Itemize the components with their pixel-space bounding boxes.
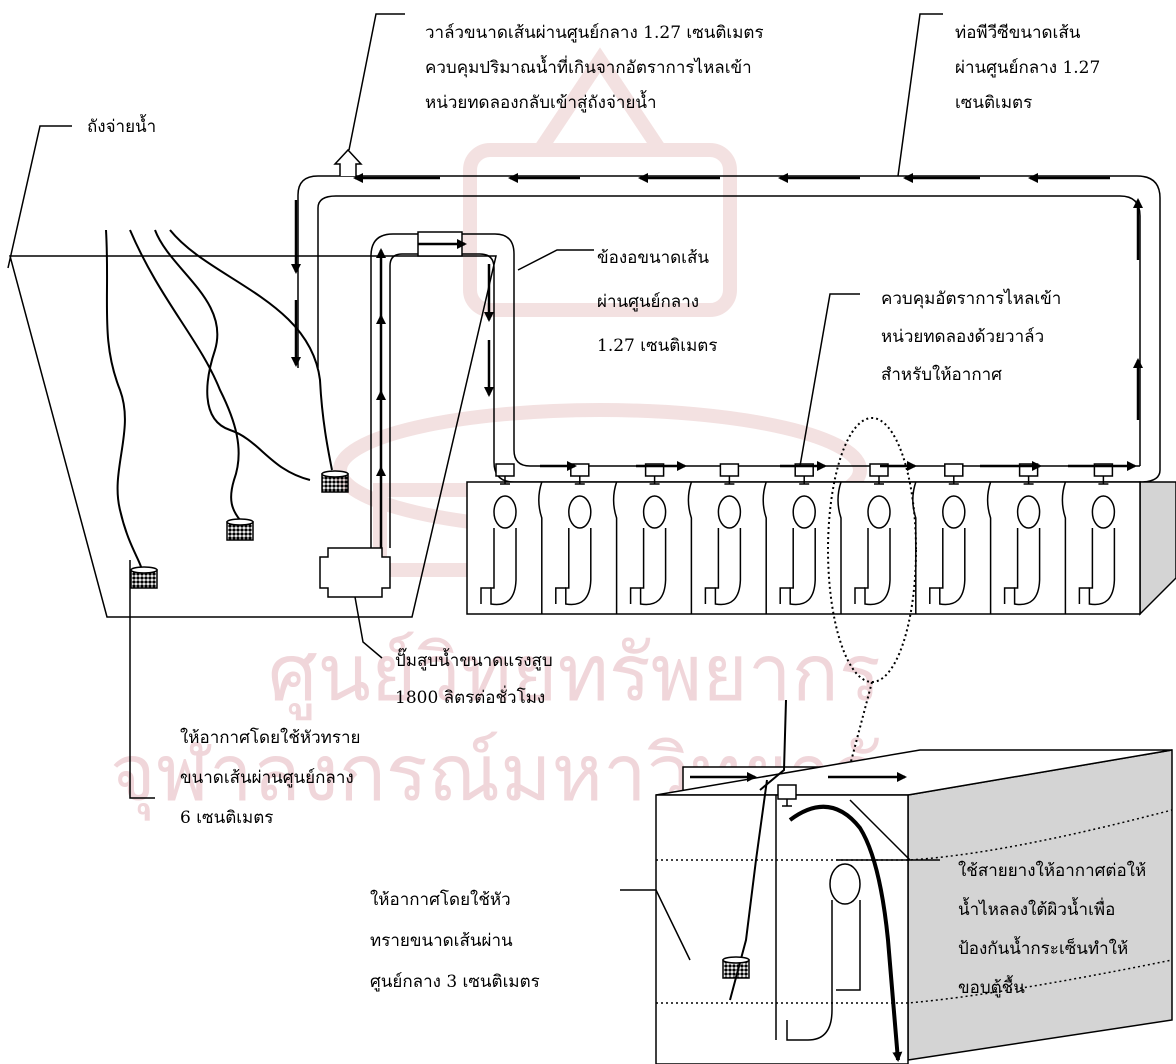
- air-hose-line-2: น้ำไหลลงใต้ผิวน้ำเพื่อ: [958, 891, 1146, 930]
- aerator-small-line-1: ให้อากาศโดยใช้หัว: [370, 880, 540, 921]
- aerator-large-line-1: ให้อากาศโดยใช้หัวทราย: [180, 718, 360, 758]
- pvc-pipe-line-2: ผ่านศูนย์กลาง 1.27: [955, 51, 1100, 86]
- aerator-large-line-3: 6 เซนติเมตร: [180, 798, 360, 838]
- overflow-valve: [335, 150, 361, 176]
- elbow-line-2: ผ่านศูนย์กลาง: [597, 280, 717, 324]
- flow-control-label: ควบคุมอัตราการไหลเข้า หน่วยทดลองด้วยวาล์…: [881, 280, 1061, 394]
- tank-label: ถังจ่ายน้ำ: [87, 110, 156, 145]
- aerator-small-label: ให้อากาศโดยใช้หัว ทรายขนาดเส้นผ่าน ศูนย์…: [370, 880, 540, 1003]
- air-hose-line-3: ป้องกันน้ำกระเซ็นทำให้: [958, 930, 1146, 969]
- flow-control-line-1: ควบคุมอัตราการไหลเข้า: [881, 280, 1061, 318]
- elbow-line-3: 1.27 เซนติเมตร: [597, 324, 717, 368]
- overflow-valve-line-2: ควบคุมปริมาณน้ำที่เกินจากอัตราการไหลเข้า: [425, 51, 764, 86]
- aerator-large-label: ให้อากาศโดยใช้หัวทราย ขนาดเส้นผ่านศูนย์ก…: [180, 718, 360, 838]
- elbow-pointer: [518, 250, 594, 270]
- pvc-pipe-line-3: เซนติเมตร: [955, 86, 1100, 121]
- air-valve: [945, 464, 963, 476]
- air-valve: [720, 464, 738, 476]
- sand-stones-tank: [131, 471, 348, 588]
- pvc-pipe-label: ท่อพีวีซีขนาดเส้น ผ่านศูนย์กลาง 1.27 เซน…: [955, 16, 1100, 121]
- overflow-valve-label: วาล์วขนาดเส้นผ่านศูนย์กลาง 1.27 เซนติเมต…: [425, 16, 764, 121]
- flow-control-line-2: หน่วยทดลองด้วยวาล์ว: [881, 318, 1061, 356]
- pump-line-2: 1800 ลิตรต่อชั่วโมง: [395, 680, 553, 717]
- overflow-valve-line-1: วาล์วขนาดเส้นผ่านศูนย์กลาง 1.27 เซนติเมต…: [425, 16, 764, 51]
- overflow-valve-line-3: หน่วยทดลองกลับเข้าสู่ถังจ่ายน้ำ: [425, 86, 764, 121]
- manifold: [494, 452, 1160, 482]
- pvc-pipe-line-1: ท่อพีวีซีขนาดเส้น: [955, 16, 1100, 51]
- pump-line-1: ปั๊มสูบน้ำขนาดแรงสูบ: [395, 643, 553, 680]
- air-hose-line-4: ขอบตู้ชื้น: [958, 969, 1146, 1008]
- aerator-small-line-2: ทรายขนาดเส้นผ่าน: [370, 921, 540, 962]
- elbow-label: ข้องอขนาดเส้น ผ่านศูนย์กลาง 1.27 เซนติเม…: [597, 236, 717, 368]
- pump: [320, 548, 390, 597]
- air-hose-line-1: ใช้สายยางให้อากาศต่อให้: [958, 852, 1146, 891]
- elbow-line-1: ข้องอขนาดเส้น: [597, 236, 717, 280]
- aerator-small-line-3: ศูนย์กลาง 3 เซนติเมตร: [370, 962, 540, 1003]
- supply-tank: [10, 256, 496, 617]
- air-valve: [496, 464, 514, 476]
- aerator-large-line-2: ขนาดเส้นผ่านศูนย์กลาง: [180, 758, 360, 798]
- flow-control-line-3: สำหรับให้อากาศ: [881, 356, 1061, 394]
- air-hose-label: ใช้สายยางให้อากาศต่อให้ น้ำไหลลงใต้ผิวน้…: [958, 852, 1146, 1008]
- experimental-units: [467, 482, 1176, 614]
- pump-label: ปั๊มสูบน้ำขนาดแรงสูบ 1800 ลิตรต่อชั่วโมง: [395, 643, 553, 717]
